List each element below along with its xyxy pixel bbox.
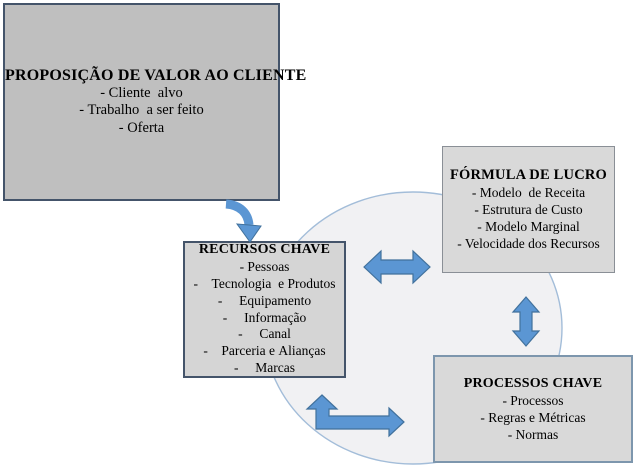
box-item: - Trabalho a ser feito	[79, 102, 204, 118]
box-item: - Estrutura de Custo	[474, 202, 583, 217]
box-item: - Tecnologia e Produtos	[193, 275, 336, 291]
profit-formula-items: - Modelo de Receita - Estrutura de Custo -…	[443, 184, 614, 252]
key-processes-items: - Processos - Regras e Métricas - Normas	[435, 392, 631, 443]
key-resources-title: RECURSOS CHAVE	[198, 242, 331, 258]
box-item: - Canal	[238, 326, 291, 342]
box-item: - Velocidade dos Recursos	[457, 236, 600, 251]
value-proposition-box: PROPOSIÇÃO DE VALOR AO CLIENTE - Cliente…	[3, 3, 307, 201]
box-item: - Cliente alvo	[100, 84, 183, 101]
box-item: - Processos	[502, 393, 564, 408]
key-processes-box: PROCESSOS CHAVE - Processos - Regras e Mé…	[433, 355, 633, 463]
box-item: - Modelo de Receita	[471, 185, 586, 200]
box-item: - Parceria e Alianças	[203, 343, 326, 359]
horizontal-double-arrow-icon	[363, 249, 431, 285]
box-item: - Equipamento	[217, 292, 312, 308]
curved-arrow-icon	[225, 199, 262, 243]
box-item: - Oferta	[118, 119, 165, 136]
box-item: - Modelo Marginal	[477, 219, 580, 234]
box-item: - Normas	[507, 427, 559, 442]
key-resources-items: - Pessoas- Tecnologia e Produtos- Equipa…	[185, 259, 344, 377]
value-proposition-items: - Cliente alvo- Trabalho a ser feito- Of…	[5, 85, 278, 138]
box-item: - Marcas	[233, 359, 296, 375]
key-processes-title: PROCESSOS CHAVE	[463, 376, 603, 391]
box-item: - Informação	[222, 309, 307, 325]
box-item: - Regras e Métricas	[480, 410, 586, 425]
key-resources-box: RECURSOS CHAVE - Pessoas- Tecnologia e P…	[183, 241, 346, 378]
profit-formula-box: FÓRMULA DE LUCRO - Modelo de Receita - Es…	[442, 146, 615, 273]
value-proposition-title: PROPOSIÇÃO DE VALOR AO CLIENTE	[5, 67, 307, 84]
elbow-double-arrow-icon	[305, 394, 405, 438]
vertical-double-arrow-icon	[511, 296, 541, 347]
box-item: - Pessoas	[239, 259, 290, 275]
profit-formula-title: FÓRMULA DE LUCRO	[449, 167, 608, 183]
